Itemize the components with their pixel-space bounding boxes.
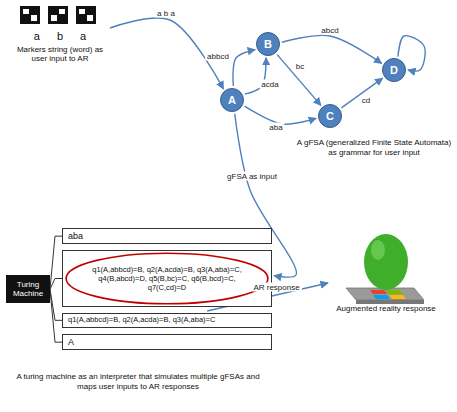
edge-label: AR response xyxy=(251,282,301,291)
node-text: a b a xyxy=(12,30,108,42)
node-text: q1(A,abbcd)=B, q2(A,acda)=B, q3(A,aba)=C… xyxy=(87,265,247,292)
edge-label: aba xyxy=(267,123,284,132)
edge-label: acda xyxy=(259,80,280,89)
node-text: Turing Machine xyxy=(8,280,48,298)
edge-label: abbcd xyxy=(205,52,231,61)
transition-arrow xyxy=(233,50,255,86)
state-circle: B xyxy=(256,32,280,56)
node-text: aba xyxy=(68,231,266,241)
state-circle: A xyxy=(220,88,244,112)
transition-arrow xyxy=(277,55,321,106)
tape-cell: A xyxy=(62,334,272,350)
node-text: A xyxy=(228,94,236,106)
transition-arrow xyxy=(245,58,266,94)
tape-cell: q1(A,abbcd)=B, q2(A,acda)=B, q3(A,aba)=C xyxy=(62,313,272,328)
node-text: B xyxy=(264,38,272,50)
node-text: Augmented reality response xyxy=(330,304,442,313)
edge-label: cd xyxy=(360,96,372,105)
edge-label: gFSA as input xyxy=(225,172,279,181)
transition-arrow xyxy=(341,78,382,108)
node-text: C xyxy=(326,110,334,122)
node-text: D xyxy=(390,64,398,76)
tape-cell: q1(A,abbcd)=B, q2(A,acda)=B, q3(A,aba)=C… xyxy=(62,250,272,307)
turing-machine-box: Turing Machine xyxy=(6,275,50,303)
transition-arrow xyxy=(245,106,317,124)
node-text: Markers string (word) as user input to A… xyxy=(12,45,108,63)
edge-label: a b a xyxy=(155,9,177,18)
tape-bracket xyxy=(50,279,62,290)
state-circle: C xyxy=(318,104,342,128)
transition-arrow xyxy=(282,35,382,63)
tm-caption: A turing machine as an interpreter that … xyxy=(8,372,268,391)
gfsa-caption: A gFSA (generalized Finite State Automat… xyxy=(296,138,452,157)
ar-illustration xyxy=(346,234,424,304)
node-text: q1(A,abbcd)=B, q2(A,acda)=B, q3(A,aba)=C xyxy=(68,316,266,325)
node-text: A xyxy=(68,337,266,347)
marker-string: a b a Markers string (word) as user input… xyxy=(12,6,108,63)
edge-label: bc xyxy=(294,62,306,71)
tape-bracket xyxy=(50,236,62,289)
tape-cell: aba xyxy=(62,228,272,244)
state-circle: D xyxy=(382,58,406,82)
tape-bracket xyxy=(50,289,62,342)
marker-icons xyxy=(20,6,96,24)
ar-response: Augmented reality response xyxy=(330,226,442,313)
edge-label: abcd xyxy=(319,26,340,35)
